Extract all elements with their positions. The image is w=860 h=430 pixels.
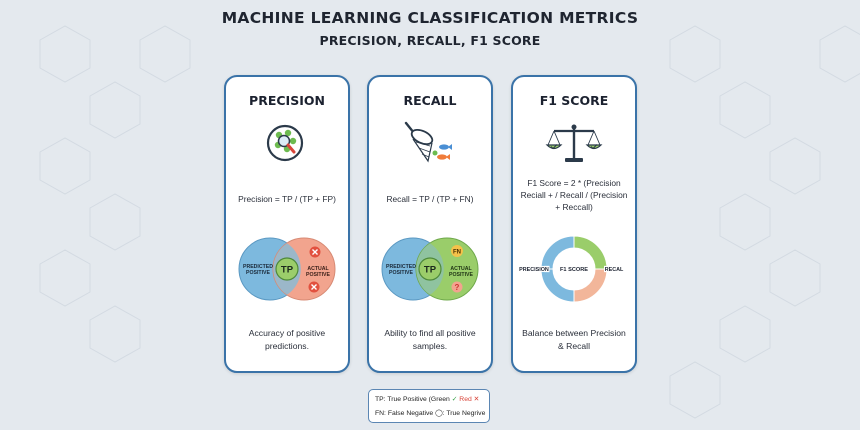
circle-icon: ◯: (435, 410, 445, 417)
legend-row-true-positive: TP: True Positive (Green ✓ Red ✕ (375, 395, 479, 403)
precision-venn-diagram: TP PREDICTED POSITIVE ACTUAL POSITIVE (238, 237, 336, 301)
recall-card-title: RECALL (403, 93, 457, 108)
false-positive-x-icon-2 (308, 281, 320, 293)
legend-tn-text: True Negrive (446, 410, 486, 417)
false-positive-x-icon (309, 246, 321, 258)
f1-card-title: F1 SCORE (539, 93, 609, 108)
precision-venn-right-label-1: ACTUAL (307, 266, 329, 272)
precision-description: Accuracy of positive predictions. (248, 328, 326, 351)
recall-venn-diagram: TP PREDICTED POSITIVE ACTUAL POSITIVE FN… (381, 237, 479, 301)
f1-description: Balance between Precision & Recall (522, 328, 626, 351)
f1-formula: F1 Score = 2 * (Precision Reciall + / Re… (520, 178, 628, 212)
f1-ring-right: RECAL (605, 267, 624, 273)
recall-card: RECALL Recall = TP / (TP + FN) TP PREDIC… (367, 75, 493, 373)
recall-venn-left-label-2: POSITIVE (389, 270, 413, 276)
f1-card: F1 SCORE F1 Score = 2 * (Precision Recia… (511, 75, 637, 373)
recall-venn-tp: TP (424, 265, 437, 276)
recall-description: Ability to find all positive samples. (384, 328, 476, 351)
legend-red-text: Red (459, 396, 472, 403)
balance-scale-icon (545, 124, 603, 162)
precision-venn-right-label-2: POSITIVE (306, 272, 330, 278)
precision-card: PRECISION Precision = TP / (TP + FP) TP … (224, 75, 350, 373)
legend-tp-text: TP: True Positive (Green (375, 396, 450, 403)
f1-ring-left: PRECISION (519, 267, 549, 273)
legend-box: TP: True Positive (Green ✓ Red ✕ FN: Fal… (368, 389, 490, 423)
recall-venn-right-label-1: ACTUAL (450, 266, 472, 272)
page-subtitle: PRECISION, RECALL, F1 SCORE (319, 33, 541, 48)
legend-fn-text: FN: False Negative (375, 410, 434, 417)
green-check-icon: ✓ (451, 396, 458, 403)
question-mark-icon: ? (451, 281, 463, 293)
legend-row-false-negative: FN: False Negative ◯: True Negrive (375, 409, 485, 417)
precision-venn-left-label-2: POSITIVE (246, 270, 270, 276)
page-title: MACHINE LEARNING CLASSIFICATION METRICS (221, 9, 639, 27)
fishing-net-icon (404, 121, 452, 163)
recall-formula: Recall = TP / (TP + FN) (386, 194, 474, 204)
precision-venn-left-label-1: PREDICTED (243, 264, 273, 270)
precision-formula: Precision = TP / (TP + FP) (238, 194, 336, 204)
recall-venn-fn: FN (453, 250, 461, 256)
magnifier-checklist-icon (266, 124, 304, 162)
false-negative-badge: FN (451, 245, 463, 257)
precision-venn-tp: TP (281, 265, 294, 276)
recall-venn-left-label-1: PREDICTED (386, 264, 416, 270)
precision-card-title: PRECISION (249, 93, 325, 108)
svg-text:?: ? (455, 283, 460, 292)
f1-ring-center: F1 SCORE (560, 267, 588, 273)
red-x-icon: ✕ (473, 396, 480, 403)
recall-venn-right-label-2: POSITIVE (449, 272, 473, 278)
f1-ring-diagram: F1 SCORE PRECISION RECAL (518, 235, 625, 303)
